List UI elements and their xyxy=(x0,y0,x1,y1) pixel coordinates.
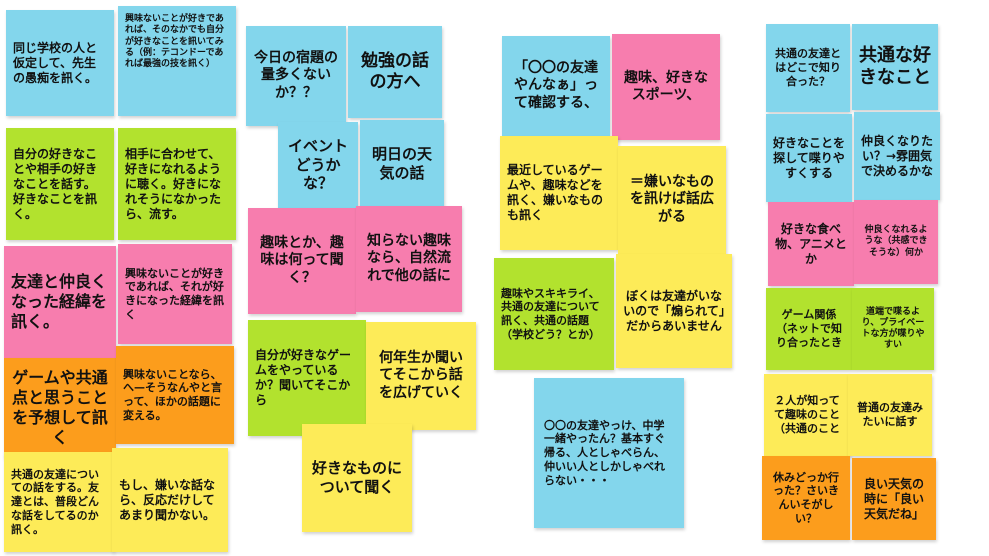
sticky-note: 趣味とか、趣味は何って聞く？ xyxy=(248,208,356,314)
sticky-note: 興味ないことなら、へ—そうなんやと言って、ほかの話題に変える。 xyxy=(116,346,234,444)
sticky-note: 興味ないことが好きであれば、それが好きになった経緯を訊く xyxy=(118,244,232,344)
sticky-note: 今日の宿題の量多くないか？？ xyxy=(246,26,346,126)
sticky-note: 仲良くなりたい？→雰囲気で決めるかな xyxy=(854,112,940,200)
sticky-note: 知らない趣味なら、自然流れで他の話に xyxy=(356,206,462,312)
sticky-note: 良い天気の時に「良い天気だね」 xyxy=(852,458,936,540)
sticky-note: 趣味、好きなスポーツ、 xyxy=(612,34,720,140)
sticky-note: 好きなことを探して喋りやすくする xyxy=(766,114,852,202)
sticky-note: 興味ないことが好きであれば、そのなかでも自分が好きなことを訊いてみる（例：テコン… xyxy=(118,6,236,116)
sticky-note: 休みどっか行った？さいきんいそがしい？ xyxy=(762,456,850,540)
sticky-note: 共通な好きなこと xyxy=(852,24,938,110)
sticky-note: 最近しているゲームや、趣味などを訊く、嫌いなものも訊く xyxy=(500,136,618,250)
sticky-note: 相手に合わせて、好きになれるように聴く。好きになれそうになかったら、流す。 xyxy=(118,128,236,240)
sticky-note: ゲームや共通点と思うことを予想して訊く xyxy=(4,358,116,458)
sticky-note: ゲーム関係（ネットで知り合ったとき xyxy=(766,288,852,370)
sticky-note: 共通の友達についての話をする。友達とは、普段どんな話をしてるのか訊く。 xyxy=(4,452,114,552)
sticky-note: もし、嫌いな話なら、反応だけしてあまり聞かない。 xyxy=(112,448,228,552)
sticky-note: 「〇〇の友達やんなぁ」って確認する、 xyxy=(502,36,610,136)
sticky-note: 仲良くなれるような（共感できそうな）何か xyxy=(854,200,938,284)
sticky-note: ぼくは友達がいないので「煽られて」だからあいません xyxy=(616,254,732,368)
sticky-note: 普通の友達みたいに話す xyxy=(848,374,932,456)
sticky-note: 趣味やスキキライ、共通の友達について訊く、共通の話題（学校どう？とか） xyxy=(494,258,614,370)
sticky-note: ＝嫌いなものを訊けば話広がる xyxy=(618,146,726,254)
sticky-note: 好きなものについて聞く xyxy=(302,424,412,532)
sticky-note: 好きな食べ物、アニメとか xyxy=(768,202,854,286)
sticky-note: 何年生か聞いてそこから話を広げていく xyxy=(366,322,476,430)
sticky-note: ２人が知ってて趣味のこと（共通のこと xyxy=(764,374,850,456)
sticky-note: イベントどうかな？ xyxy=(278,122,358,208)
sticky-note: 〇〇の友達やっけ、中学一緒やったん？基本すぐ帰る、人としゃべらん、仲いい人としか… xyxy=(534,378,684,528)
sticky-note: 同じ学校の人と仮定して、先生の愚痴を訊く。 xyxy=(6,10,114,116)
sticky-note: 友達と仲良くなった経緯を訊く。 xyxy=(4,246,116,358)
sticky-note: 共通の友達とはどこで知り合った？ xyxy=(766,24,850,112)
sticky-note: 自分が好きなゲームをやっているか？聞いてそこから xyxy=(248,320,366,436)
sticky-note: 明日の天気の話 xyxy=(360,120,444,208)
sticky-note: 道端で喋るより、プライベートな方が喋りやすい xyxy=(852,288,934,370)
sticky-note: 自分の好きなことや相手の好きなことを話す。好きなことを訊く。 xyxy=(6,128,114,240)
sticky-note: 勉強の話の方へ xyxy=(348,26,442,118)
